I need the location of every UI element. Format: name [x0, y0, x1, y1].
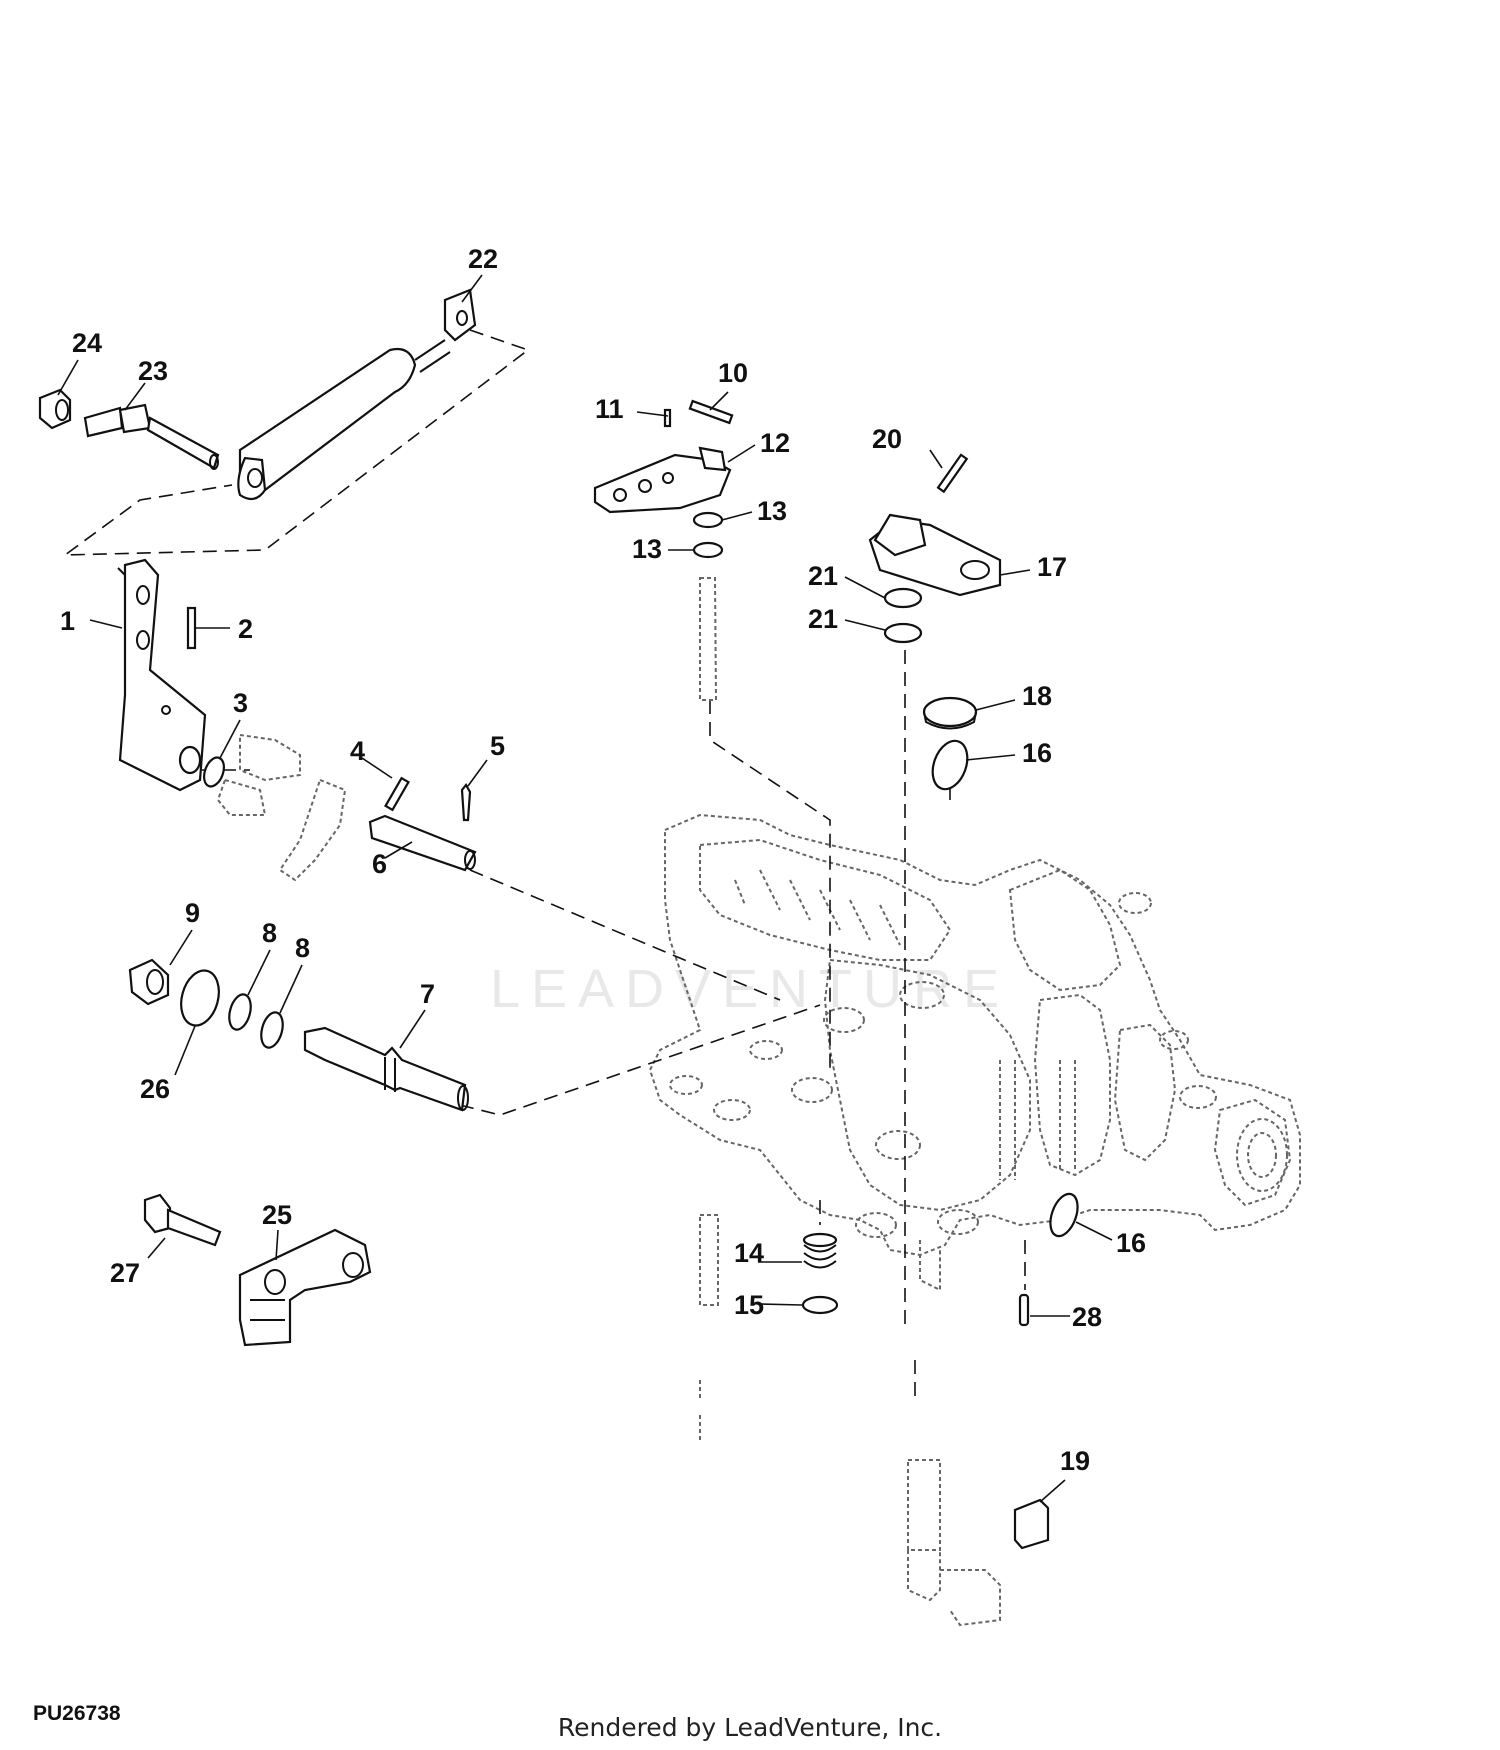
callout-8b: 8: [295, 933, 310, 963]
render-credit: Rendered by LeadVenture, Inc.: [557, 1713, 943, 1742]
part-pin-10: [688, 399, 734, 425]
callout-5: 5: [490, 731, 505, 761]
part-clip-5: [460, 783, 472, 822]
callouts: 22 24 23 10 11 12 13 13 20 17 21 21 18 1…: [60, 244, 1146, 1476]
part-key-19: [1013, 1498, 1050, 1550]
callout-24: 24: [72, 328, 102, 358]
callout-18: 18: [1022, 681, 1052, 711]
part-lever-17: [868, 513, 1002, 597]
callout-20: 20: [872, 424, 902, 454]
part-nut-9: [128, 958, 170, 1006]
callout-16b: 16: [1116, 1228, 1146, 1258]
callout-28: 28: [1072, 1302, 1102, 1332]
callout-17: 17: [1037, 552, 1067, 582]
callout-25: 25: [262, 1200, 292, 1230]
part-washer-8a: [228, 993, 252, 1031]
part-bracket-1: [117, 558, 207, 792]
callout-10: 10: [718, 358, 748, 388]
part-pin-4: [384, 776, 410, 812]
part-pin-11: [663, 408, 672, 428]
part-washer-21a: [883, 587, 923, 609]
part-stud: [83, 403, 220, 470]
part-bolt-27: [143, 1193, 222, 1247]
part-damper: [237, 288, 477, 501]
part-washer-26: [180, 969, 220, 1027]
part-washer-13a: [692, 511, 724, 529]
callout-3: 3: [233, 688, 248, 718]
part-nut: [38, 388, 72, 430]
callout-19: 19: [1060, 1446, 1090, 1476]
part-pin-2: [186, 606, 197, 650]
callout-16a: 16: [1022, 738, 1052, 768]
document-id: PU26738: [33, 1702, 121, 1725]
part-pin-28: [1018, 1293, 1030, 1327]
callout-9: 9: [185, 898, 200, 928]
part-washer-13b: [692, 541, 724, 559]
leader-lines: [57, 274, 1113, 1503]
callout-27: 27: [110, 1258, 140, 1288]
callout-26: 26: [140, 1074, 170, 1104]
callout-21b: 21: [808, 604, 838, 634]
part-plug-16a: [931, 739, 969, 791]
callout-7: 7: [420, 979, 435, 1009]
callout-23: 23: [138, 356, 168, 386]
callout-21a: 21: [808, 561, 838, 591]
part-bushing-3: [203, 756, 225, 788]
callout-12: 12: [760, 428, 790, 458]
part-plug-16b: [1049, 1192, 1079, 1238]
part-washer-8b: [260, 1011, 284, 1049]
part-pin-20: [936, 453, 969, 494]
part-shaft-6: [368, 814, 477, 872]
callout-4: 4: [350, 736, 365, 766]
callout-11: 11: [595, 394, 624, 424]
callout-8a: 8: [262, 918, 277, 948]
part-arm-25: [238, 1228, 372, 1347]
callout-22: 22: [468, 244, 498, 274]
callout-13b: 13: [632, 534, 662, 564]
callout-14: 14: [734, 1238, 764, 1268]
callout-13a: 13: [757, 496, 787, 526]
part-washer-15: [801, 1295, 839, 1315]
assembly-lines: [62, 329, 1026, 1400]
watermark-text: LEADVENTURE: [489, 959, 1011, 1019]
part-shaft-7: [303, 1026, 469, 1112]
callout-6: 6: [372, 849, 387, 879]
callout-15: 15: [734, 1290, 764, 1320]
callout-2: 2: [238, 614, 253, 644]
part-lever-12: [593, 446, 732, 514]
part-spring-14: [802, 1232, 838, 1269]
part-washer-21b: [883, 622, 923, 644]
transaxle-housing: [216, 733, 1301, 1627]
part-plug-18: [922, 696, 978, 730]
callout-1: 1: [60, 606, 75, 636]
